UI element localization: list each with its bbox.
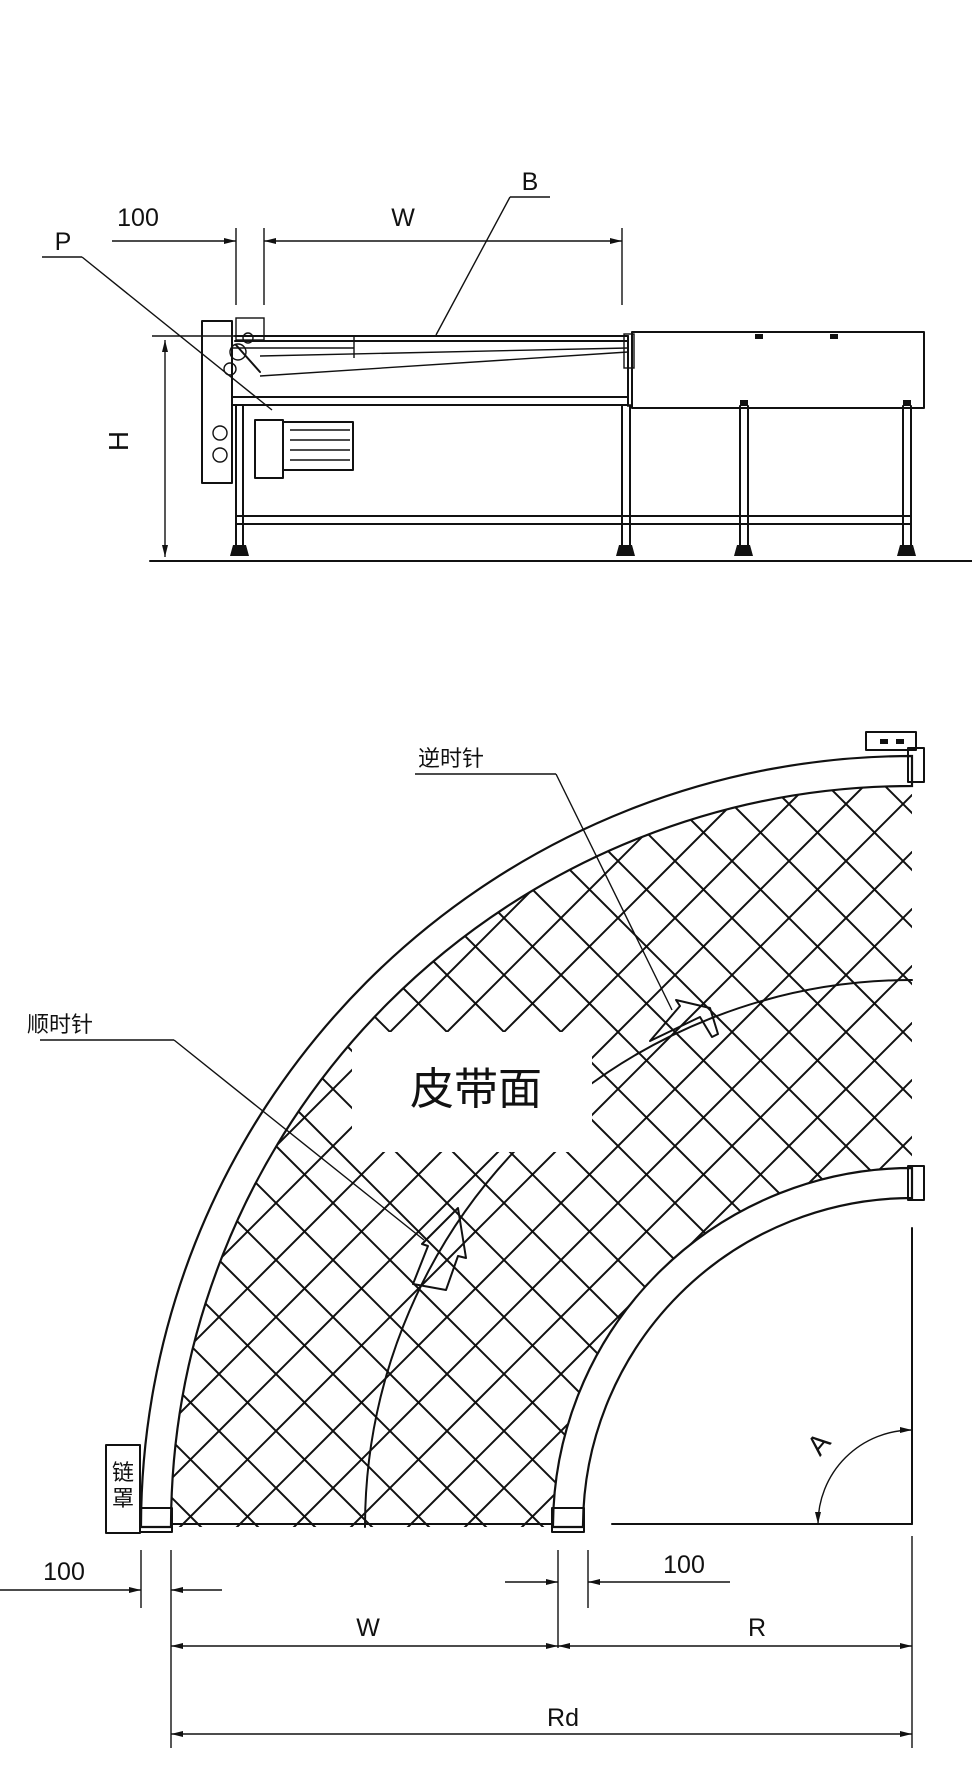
cw-indicator: 顺时针 <box>27 1012 467 1291</box>
conveyor-frame <box>231 333 635 407</box>
legs <box>230 404 916 556</box>
mesh-line <box>171 786 454 1527</box>
mesh-line <box>554 786 912 1527</box>
side-view: H 100 W B P <box>42 168 972 562</box>
dim-h: H <box>103 335 235 557</box>
mesh-line <box>171 786 853 1527</box>
mesh-line <box>171 786 739 1527</box>
outer-rail <box>139 754 914 1529</box>
label-h: H <box>103 431 134 451</box>
mesh-line <box>954 0 972 1779</box>
mesh-line <box>725 786 912 1527</box>
motor <box>212 332 354 479</box>
mesh-line <box>725 786 912 1527</box>
mesh-line <box>171 786 853 1527</box>
mesh-line <box>171 786 397 1527</box>
cw-label: 顺时针 <box>27 1012 93 1037</box>
chain-guard: 链 罩 链罩 <box>105 1444 141 1534</box>
mesh-line <box>212 786 912 1527</box>
mesh-line <box>954 0 972 1779</box>
mesh-line <box>171 786 511 1527</box>
label-mask <box>352 1032 592 1152</box>
leader-b: B <box>435 168 550 336</box>
label-w-top: W <box>391 204 415 232</box>
plan-dims: 100 100 W R Rd <box>0 1536 913 1748</box>
belt-surface-label: 皮带面 <box>410 1065 542 1114</box>
mesh-line <box>269 786 912 1527</box>
dim-100-left: 100 <box>43 1558 85 1586</box>
label-b: B <box>522 168 539 196</box>
dim-100-right: 100 <box>663 1551 705 1579</box>
mesh-line <box>611 786 912 1527</box>
mesh-line <box>171 786 511 1527</box>
mesh-line <box>0 0 54 1779</box>
mesh-line <box>839 786 912 1527</box>
ccw-label: 逆时针 <box>418 746 484 771</box>
dim-w: W <box>356 1614 380 1642</box>
mesh-line <box>171 786 796 1527</box>
mesh-line <box>171 786 796 1527</box>
leader-p: P <box>42 228 273 411</box>
right-section <box>631 331 925 409</box>
mesh-line <box>611 786 912 1527</box>
mesh-line <box>269 786 912 1527</box>
mesh-line <box>171 786 454 1527</box>
mesh-line <box>668 786 912 1527</box>
mesh-line <box>171 786 912 1527</box>
mesh-line <box>171 786 739 1527</box>
mesh-line <box>171 786 568 1527</box>
mesh-line <box>171 786 682 1527</box>
chain-guard-char2: 罩 <box>112 1486 134 1511</box>
mesh-line <box>668 786 912 1527</box>
ccw-indicator: 逆时针 <box>415 746 719 1042</box>
motor-box-top <box>865 731 917 751</box>
mesh-line <box>839 786 912 1527</box>
angle-label: A <box>801 1427 837 1461</box>
mesh-line <box>171 786 397 1527</box>
mesh-line <box>782 786 912 1527</box>
dim-r: R <box>748 1614 766 1642</box>
mesh-line <box>171 786 226 1527</box>
mesh-line <box>212 786 912 1527</box>
mesh-line <box>171 786 226 1527</box>
inner-rail <box>551 1166 914 1529</box>
mesh-line <box>896 786 912 1527</box>
mesh-line <box>171 786 912 1527</box>
drive-plate <box>201 320 233 484</box>
dim-top: 100 W <box>112 204 623 305</box>
mesh-line <box>171 786 910 1527</box>
mesh-line <box>0 0 54 1779</box>
dim-rd: Rd <box>547 1704 579 1732</box>
mesh-line <box>896 786 912 1527</box>
angle-a: A <box>611 1227 913 1525</box>
mesh-line <box>554 786 912 1527</box>
label-100-top: 100 <box>117 204 159 232</box>
mesh-line <box>171 786 910 1527</box>
label-p: P <box>55 228 72 256</box>
mesh-line <box>171 786 625 1527</box>
mesh-line <box>171 786 912 1527</box>
chain-guard-char1: 链 <box>112 1460 134 1485</box>
mesh-line <box>782 786 912 1527</box>
